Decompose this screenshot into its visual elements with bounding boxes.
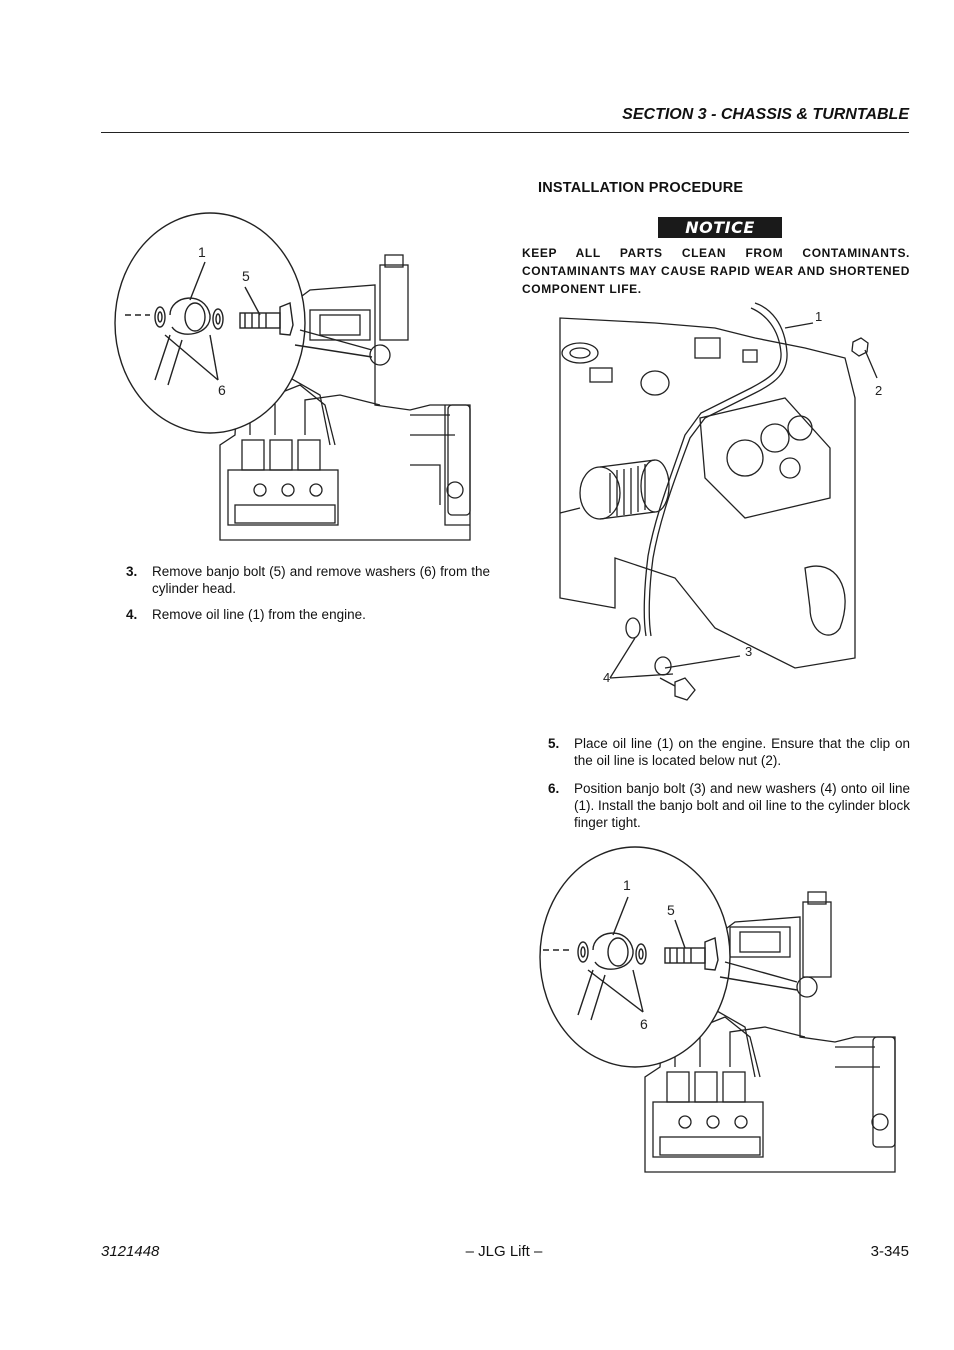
step-number: 6. — [548, 781, 560, 796]
figure-oil-line-installation: 1 2 3 4 — [559, 302, 882, 701]
step-6: 6. Position banjo bolt (3) and new washe… — [548, 780, 910, 831]
step-4: 4. Remove oil line (1) from the engine. — [126, 606, 490, 623]
step-number: 5. — [548, 736, 560, 751]
step-text: Remove oil line (1) from the engine. — [152, 607, 366, 622]
callout-5: 5 — [667, 902, 675, 918]
notice-badge: NOTICE — [658, 217, 782, 238]
step-text: Place oil line (1) on the engine. Ensure… — [574, 736, 910, 768]
doc-number: 3121448 — [101, 1243, 160, 1260]
callout-2: 2 — [875, 383, 882, 398]
page-number: 3-345 — [870, 1243, 909, 1260]
step-text: Position banjo bolt (3) and new washers … — [574, 781, 910, 830]
callout-1: 1 — [623, 877, 631, 893]
callout-5: 5 — [242, 268, 250, 284]
figure-banjo-bolt-installation: 1 5 6 — [539, 846, 896, 1173]
header-rule — [101, 132, 909, 133]
step-text: Remove banjo bolt (5) and remove washers… — [152, 564, 490, 596]
callout-3: 3 — [745, 644, 752, 659]
callout-6: 6 — [218, 382, 226, 398]
callout-1: 1 — [815, 309, 822, 324]
step-number: 4. — [126, 607, 138, 622]
step-3: 3. Remove banjo bolt (5) and remove wash… — [126, 563, 490, 597]
callout-1: 1 — [198, 244, 206, 260]
notice-text: KEEP ALL PARTS CLEAN FROM CONTAMINANTS. … — [522, 246, 910, 296]
footer-center: – JLG Lift – — [465, 1243, 543, 1260]
callout-4: 4 — [603, 670, 610, 685]
step-number: 3. — [126, 564, 138, 579]
callout-6: 6 — [640, 1016, 648, 1032]
figure-banjo-bolt-removal: 1 5 6 — [114, 212, 471, 541]
section-title: SECTION 3 - CHASSIS & TURNTABLE — [622, 106, 909, 123]
step-5: 5. Place oil line (1) on the engine. Ens… — [548, 735, 910, 769]
installation-procedure-heading: INSTALLATION PROCEDURE — [538, 180, 744, 196]
